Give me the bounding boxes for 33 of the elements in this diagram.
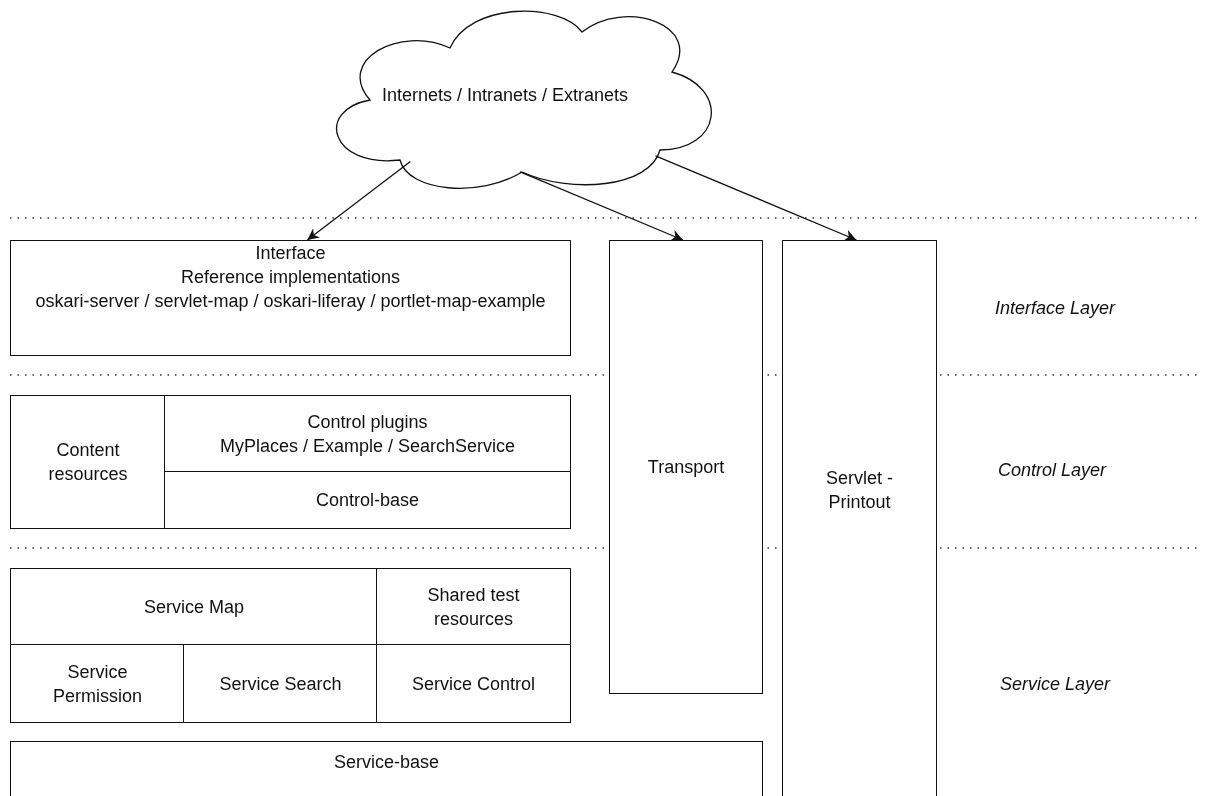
module-label: Service Search <box>218 672 343 696</box>
module-label: Content resources <box>47 439 129 486</box>
module-label: Servlet - Printout <box>825 467 894 514</box>
module-box <box>10 568 378 646</box>
module-box <box>183 644 378 723</box>
layer-label: Service Layer <box>1000 674 1111 695</box>
arrow <box>306 160 412 241</box>
cloud-label: Internets / Intranets / Extranets <box>380 84 630 107</box>
module-box <box>376 568 571 646</box>
arrow <box>654 155 858 241</box>
module-label: Transport <box>646 456 726 479</box>
module-column <box>609 240 763 694</box>
module-box <box>376 644 571 723</box>
module-label: MyPlaces / Example / SearchService <box>218 435 517 458</box>
module-label: Control-base <box>314 489 421 512</box>
module-heading: Interface <box>254 242 327 265</box>
module-label: Service Control <box>410 672 536 696</box>
arrow <box>519 171 684 241</box>
module-box <box>164 395 571 473</box>
module-label: Service Permission <box>52 660 143 708</box>
module-column <box>782 240 937 796</box>
module-label: oskari-server / servlet-map / oskari-liferay / portlet-map-example <box>34 290 547 313</box>
module-label: Shared test resources <box>426 584 521 631</box>
module-box <box>164 471 571 529</box>
module-label: Service-base <box>332 751 440 774</box>
module-heading: Control plugins <box>306 411 429 434</box>
layer-label: Interface Layer <box>995 298 1116 319</box>
module-box <box>10 240 571 356</box>
module-box <box>10 395 166 529</box>
module-box <box>10 644 185 723</box>
module-label: Service Map <box>142 596 245 619</box>
module-label: Reference implementations <box>179 266 402 289</box>
layer-label: Control Layer <box>998 460 1107 481</box>
